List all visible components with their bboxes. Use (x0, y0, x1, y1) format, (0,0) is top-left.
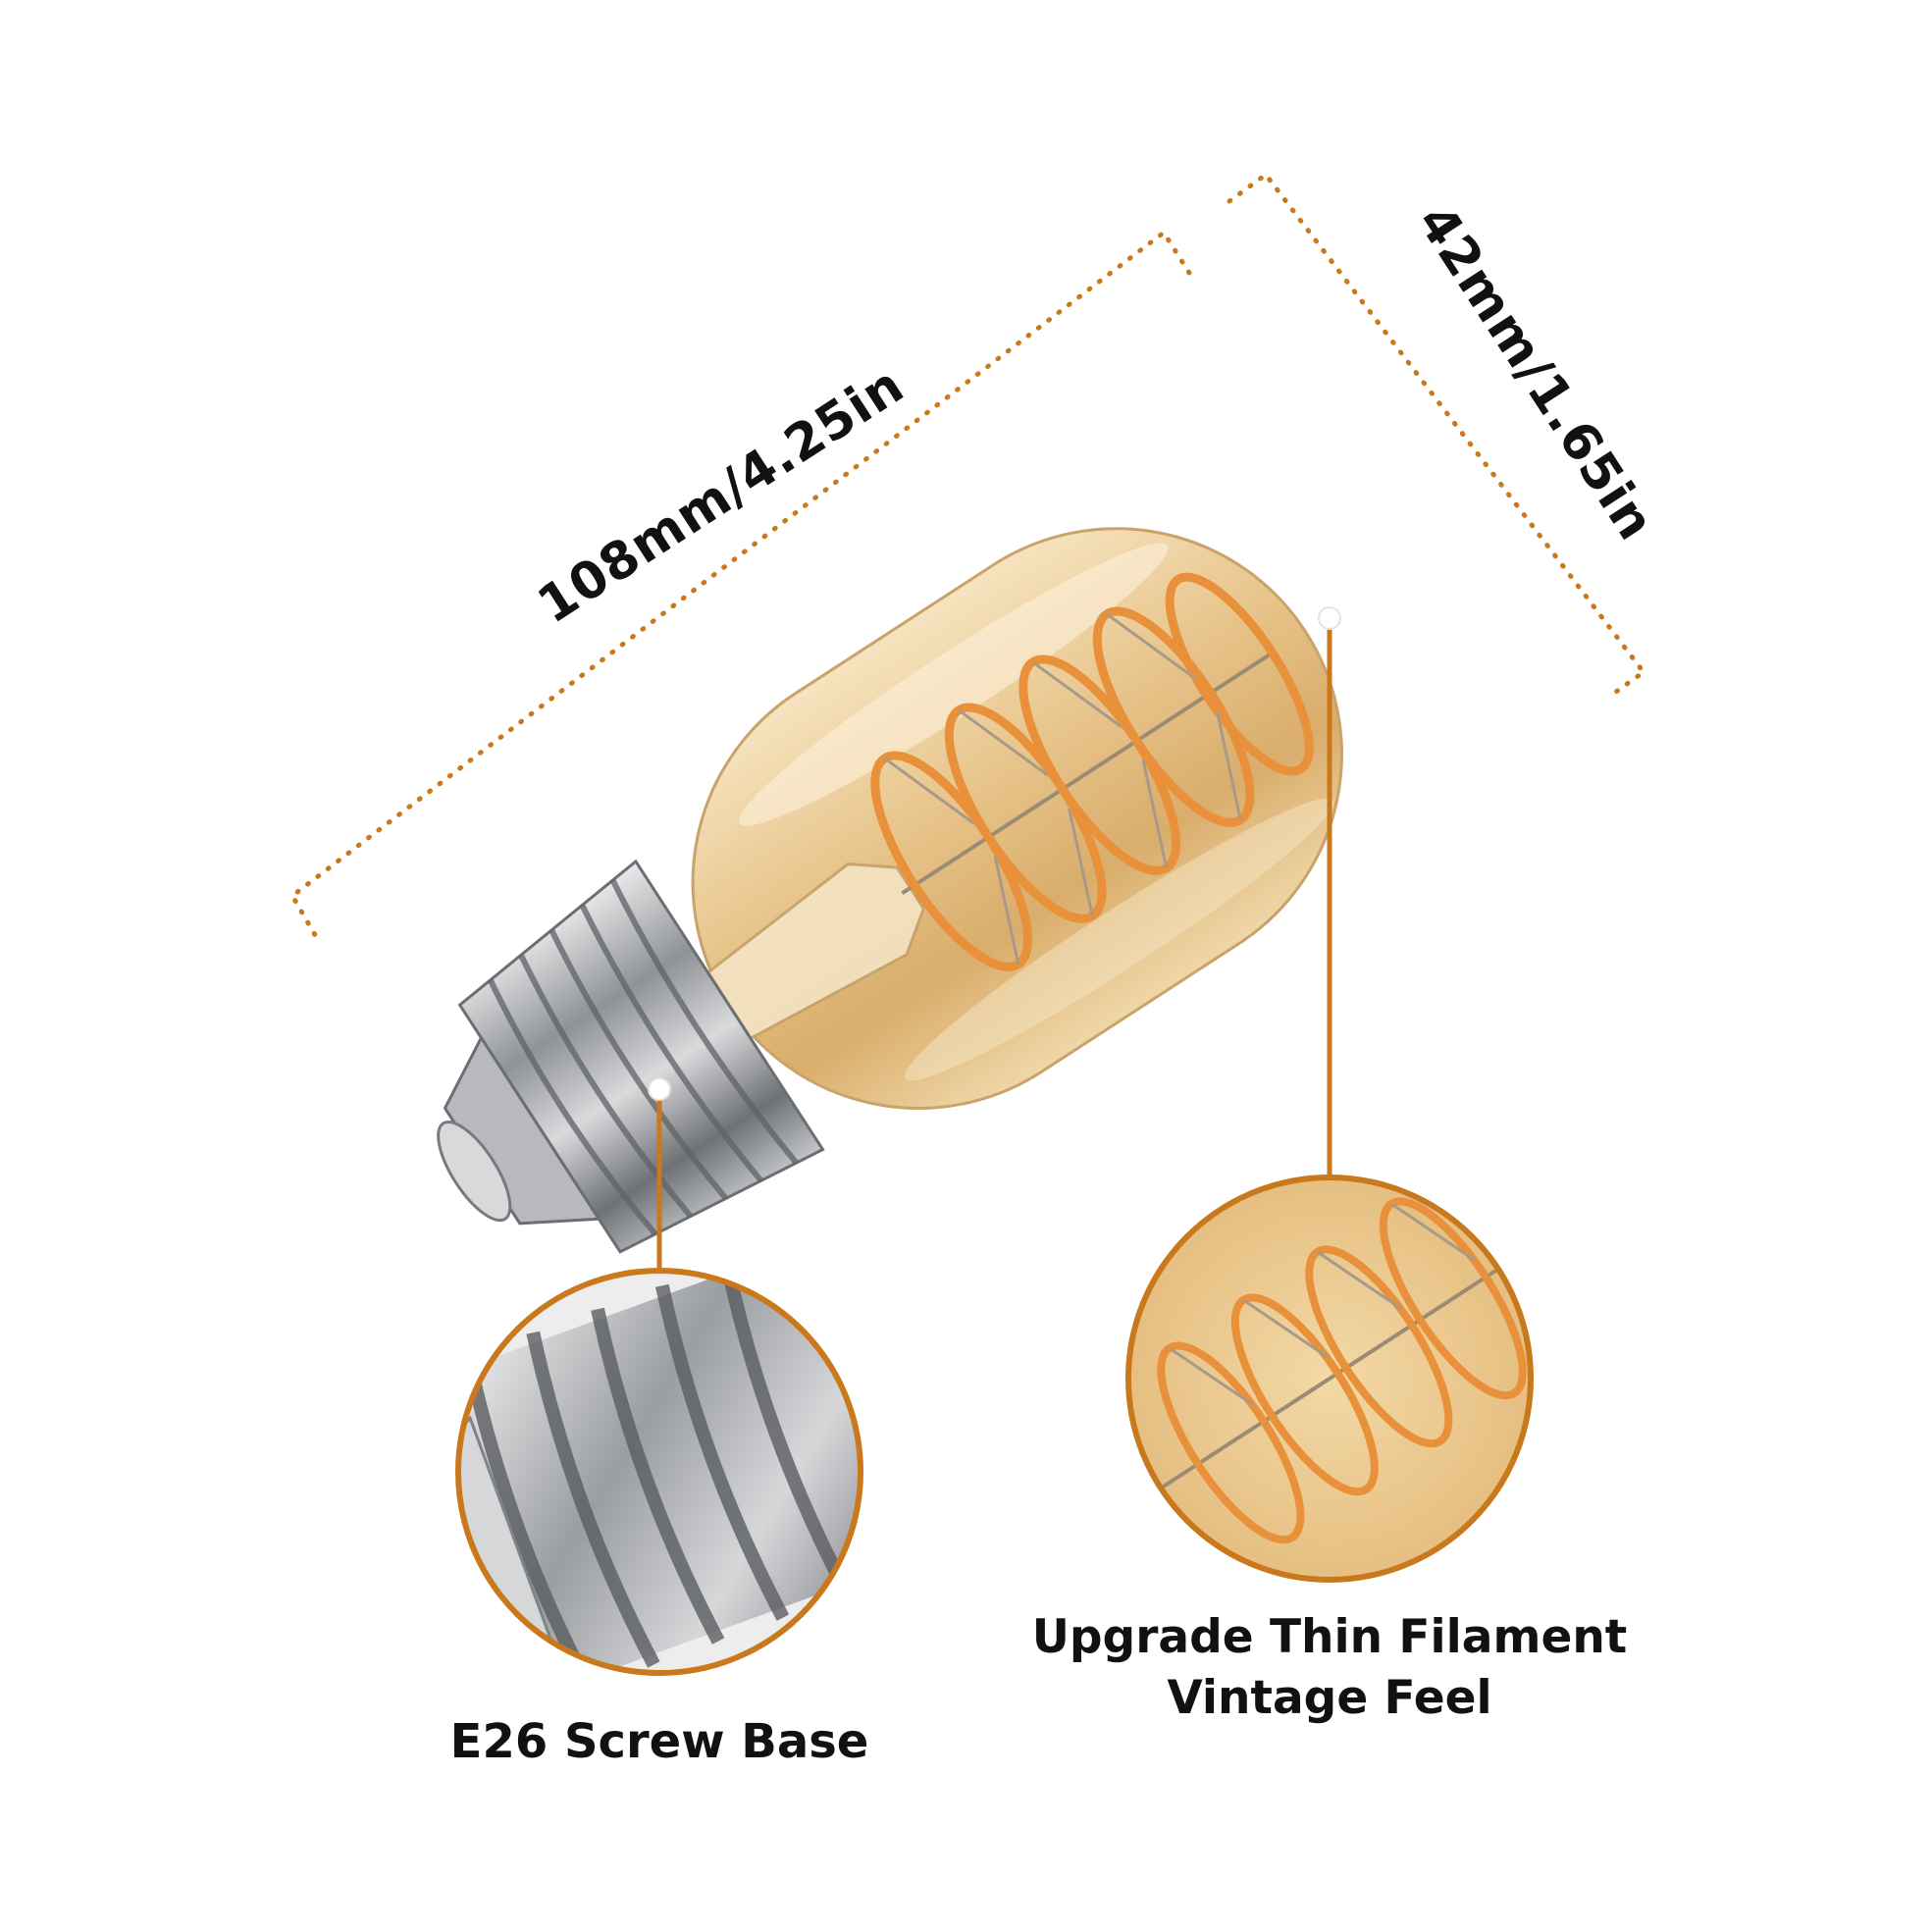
filament-caption-line-2: Vintage Feel (1167, 1671, 1492, 1725)
filament-caption: Upgrade Thin Filament Vintage Feel (1032, 1607, 1628, 1729)
length-dimension-line (288, 229, 1192, 943)
diameter-dimension-line (1227, 171, 1647, 700)
filament-zoom-circle (1125, 1175, 1534, 1583)
base-callout-connector (648, 1077, 671, 1271)
base-caption: E26 Screw Base (449, 1714, 869, 1769)
filament-callout-connector (1318, 606, 1341, 1177)
filament-caption-line-1: Upgrade Thin Filament (1031, 1610, 1628, 1664)
light-bulb (437, 527, 1343, 1254)
screw-base (437, 859, 825, 1254)
base-zoom-circle (455, 1268, 863, 1676)
